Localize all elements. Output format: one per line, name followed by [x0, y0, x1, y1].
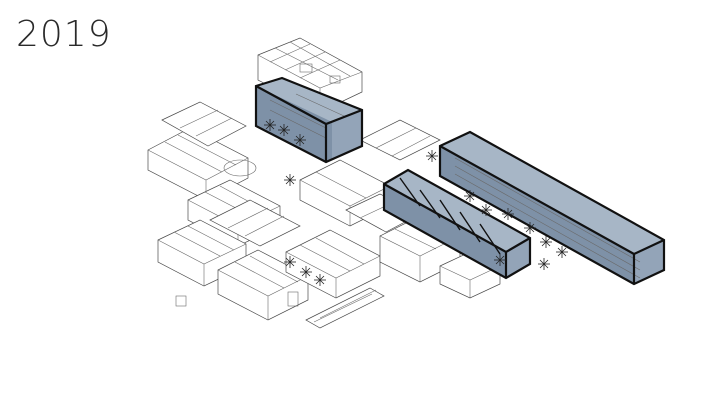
year-title: 2019: [16, 14, 112, 55]
tree: [294, 134, 306, 146]
tree: [464, 190, 476, 202]
long-bar: [438, 130, 666, 286]
tree: [538, 258, 550, 270]
tree: [264, 119, 276, 131]
highlighted-buildings: [254, 76, 666, 286]
tree: [502, 208, 514, 220]
tree: [556, 246, 568, 258]
upper-block: [254, 76, 364, 164]
hall: [382, 168, 532, 280]
tree: [540, 236, 552, 248]
tree: [300, 266, 312, 278]
tree: [480, 204, 492, 216]
top-block: [257, 37, 363, 113]
trees: [264, 119, 568, 286]
tree: [284, 174, 296, 186]
left-cluster: [147, 101, 309, 321]
tree: [314, 274, 326, 286]
unhighlighted-buildings: [147, 37, 501, 329]
tree: [278, 124, 290, 136]
middle-cluster: [285, 119, 501, 329]
tree: [524, 222, 536, 234]
tree: [426, 150, 438, 162]
tree: [494, 254, 506, 266]
tree: [284, 256, 296, 268]
